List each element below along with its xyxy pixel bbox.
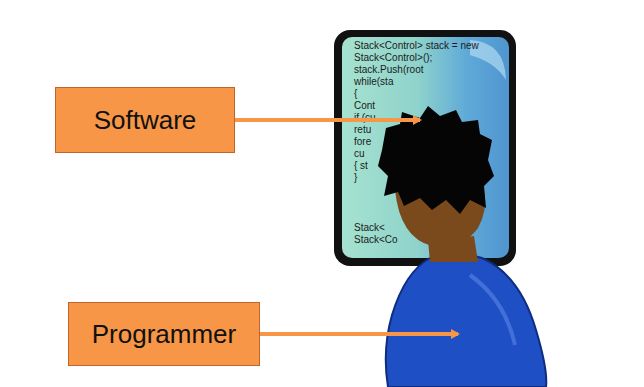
body-shine bbox=[470, 275, 515, 345]
code-line: } bbox=[354, 172, 357, 184]
code-line: cu bbox=[354, 148, 365, 160]
pointer-arrow bbox=[235, 118, 420, 122]
callout-box: Software bbox=[55, 87, 235, 153]
callout-label: Programmer bbox=[92, 319, 236, 350]
programmer-neck bbox=[428, 236, 478, 262]
code-line: { st bbox=[354, 160, 368, 172]
code-line: { bbox=[354, 88, 357, 100]
code-line: Stack< bbox=[354, 222, 385, 234]
code-line: Cont bbox=[354, 100, 375, 112]
monitor-frame bbox=[334, 30, 516, 266]
code-line: Stack<Co bbox=[354, 234, 398, 246]
code-line: Stack<Control> stack = new bbox=[354, 40, 479, 52]
callout-box: Programmer bbox=[68, 302, 260, 366]
monitor-screen bbox=[342, 37, 509, 258]
programmer-hair bbox=[378, 106, 494, 214]
code-line: Stack<Control>(); bbox=[354, 52, 432, 64]
code-line: while(sta bbox=[354, 76, 393, 88]
code-line: fore bbox=[354, 136, 371, 148]
programmer-body bbox=[386, 254, 547, 387]
pointer-arrow bbox=[260, 332, 458, 336]
code-line: stack.Push(root bbox=[354, 64, 423, 76]
code-line: retu bbox=[354, 124, 371, 136]
callout-label: Software bbox=[94, 105, 197, 136]
